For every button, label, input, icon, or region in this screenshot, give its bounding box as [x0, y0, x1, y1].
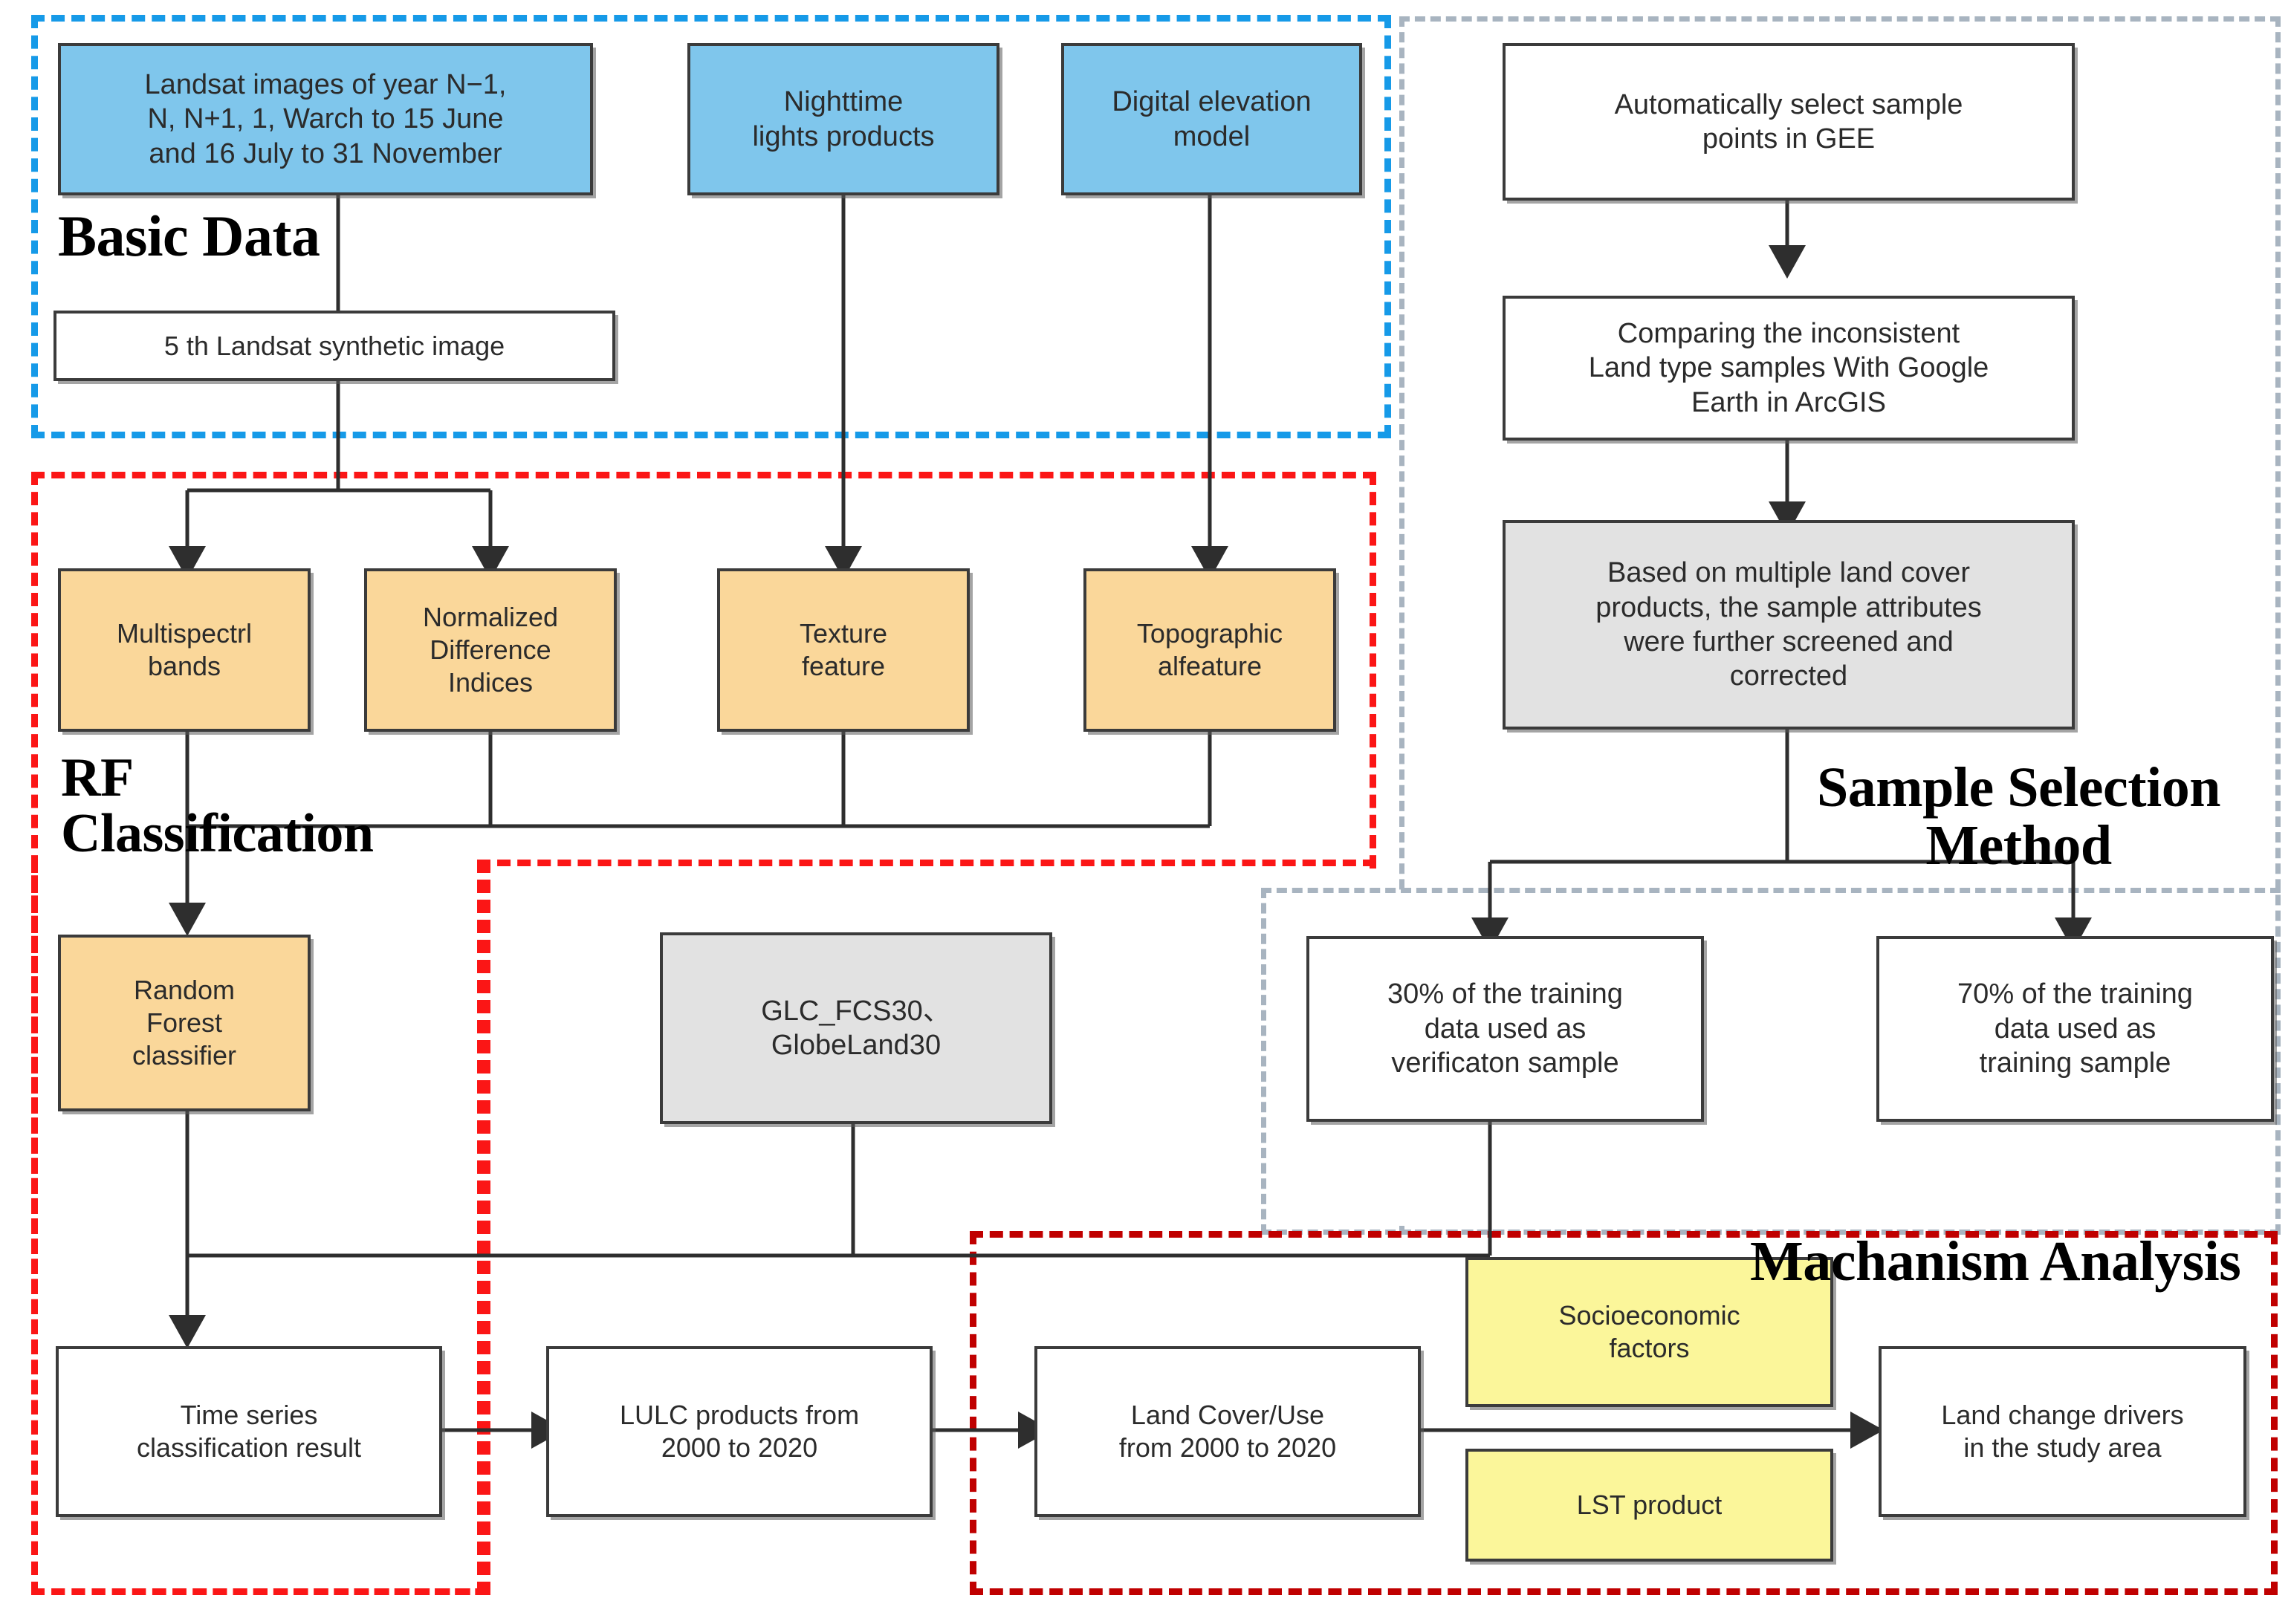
group-machanism-analysis	[970, 1231, 2278, 1595]
node-screen-correct-samples[interactable]: Based on multiple land cover products, t…	[1503, 520, 2075, 730]
node-texture-feature[interactable]: Texture feature	[717, 568, 970, 732]
group-rf-classification-step	[31, 860, 490, 1595]
group-title-rf-classification: RF Classification	[61, 747, 374, 865]
node-verification-sample[interactable]: 30% of the training data used as verific…	[1306, 936, 1704, 1122]
node-land-cover-use[interactable]: Land Cover/Use from 2000 to 2020	[1034, 1346, 1421, 1517]
node-socioeconomic-factors[interactable]: Socioeconomic factors	[1465, 1257, 1833, 1407]
node-training-sample[interactable]: 70% of the training data used as trainin…	[1876, 936, 2274, 1122]
node-lst-product[interactable]: LST product	[1465, 1449, 1833, 1562]
node-normalized-difference-indices[interactable]: Normalized Difference Indices	[364, 568, 617, 732]
node-auto-select-samples[interactable]: Automatically select sample points in GE…	[1503, 43, 2075, 201]
node-random-forest-classifier[interactable]: Random Forest classifier	[58, 935, 311, 1111]
node-time-series-result[interactable]: Time series classification result	[56, 1346, 442, 1517]
group-title-machanism-analysis: Machanism Analysis	[1750, 1230, 2241, 1293]
group-rf-classification-step-left	[477, 860, 492, 1595]
node-nighttime-lights[interactable]: Nighttime lights products	[687, 43, 999, 195]
node-landsat-images[interactable]: Landsat images of year N−1, N, N+1, 1, W…	[58, 43, 593, 195]
node-landsat-synthetic-image[interactable]: 5 th Landsat synthetic image	[54, 311, 615, 381]
node-land-cover-products[interactable]: GLC_FCS30、 GlobeLand30	[660, 932, 1052, 1124]
node-land-change-drivers[interactable]: Land change drivers in the study area	[1879, 1346, 2246, 1517]
group-title-sample-selection: Sample Selection Method	[1817, 756, 2220, 877]
node-compare-samples[interactable]: Comparing the inconsistent Land type sam…	[1503, 296, 2075, 441]
node-topographic-feature[interactable]: Topographic alfeature	[1083, 568, 1336, 732]
group-basic-data	[31, 15, 1391, 438]
node-digital-elevation-model[interactable]: Digital elevation model	[1061, 43, 1362, 195]
node-multispectral-bands[interactable]: Multispectrl bands	[58, 568, 311, 732]
node-lulc-products[interactable]: LULC products from 2000 to 2020	[546, 1346, 933, 1517]
group-title-basic-data: Basic Data	[58, 204, 320, 268]
group-rf-classification-step-top	[477, 860, 1376, 874]
